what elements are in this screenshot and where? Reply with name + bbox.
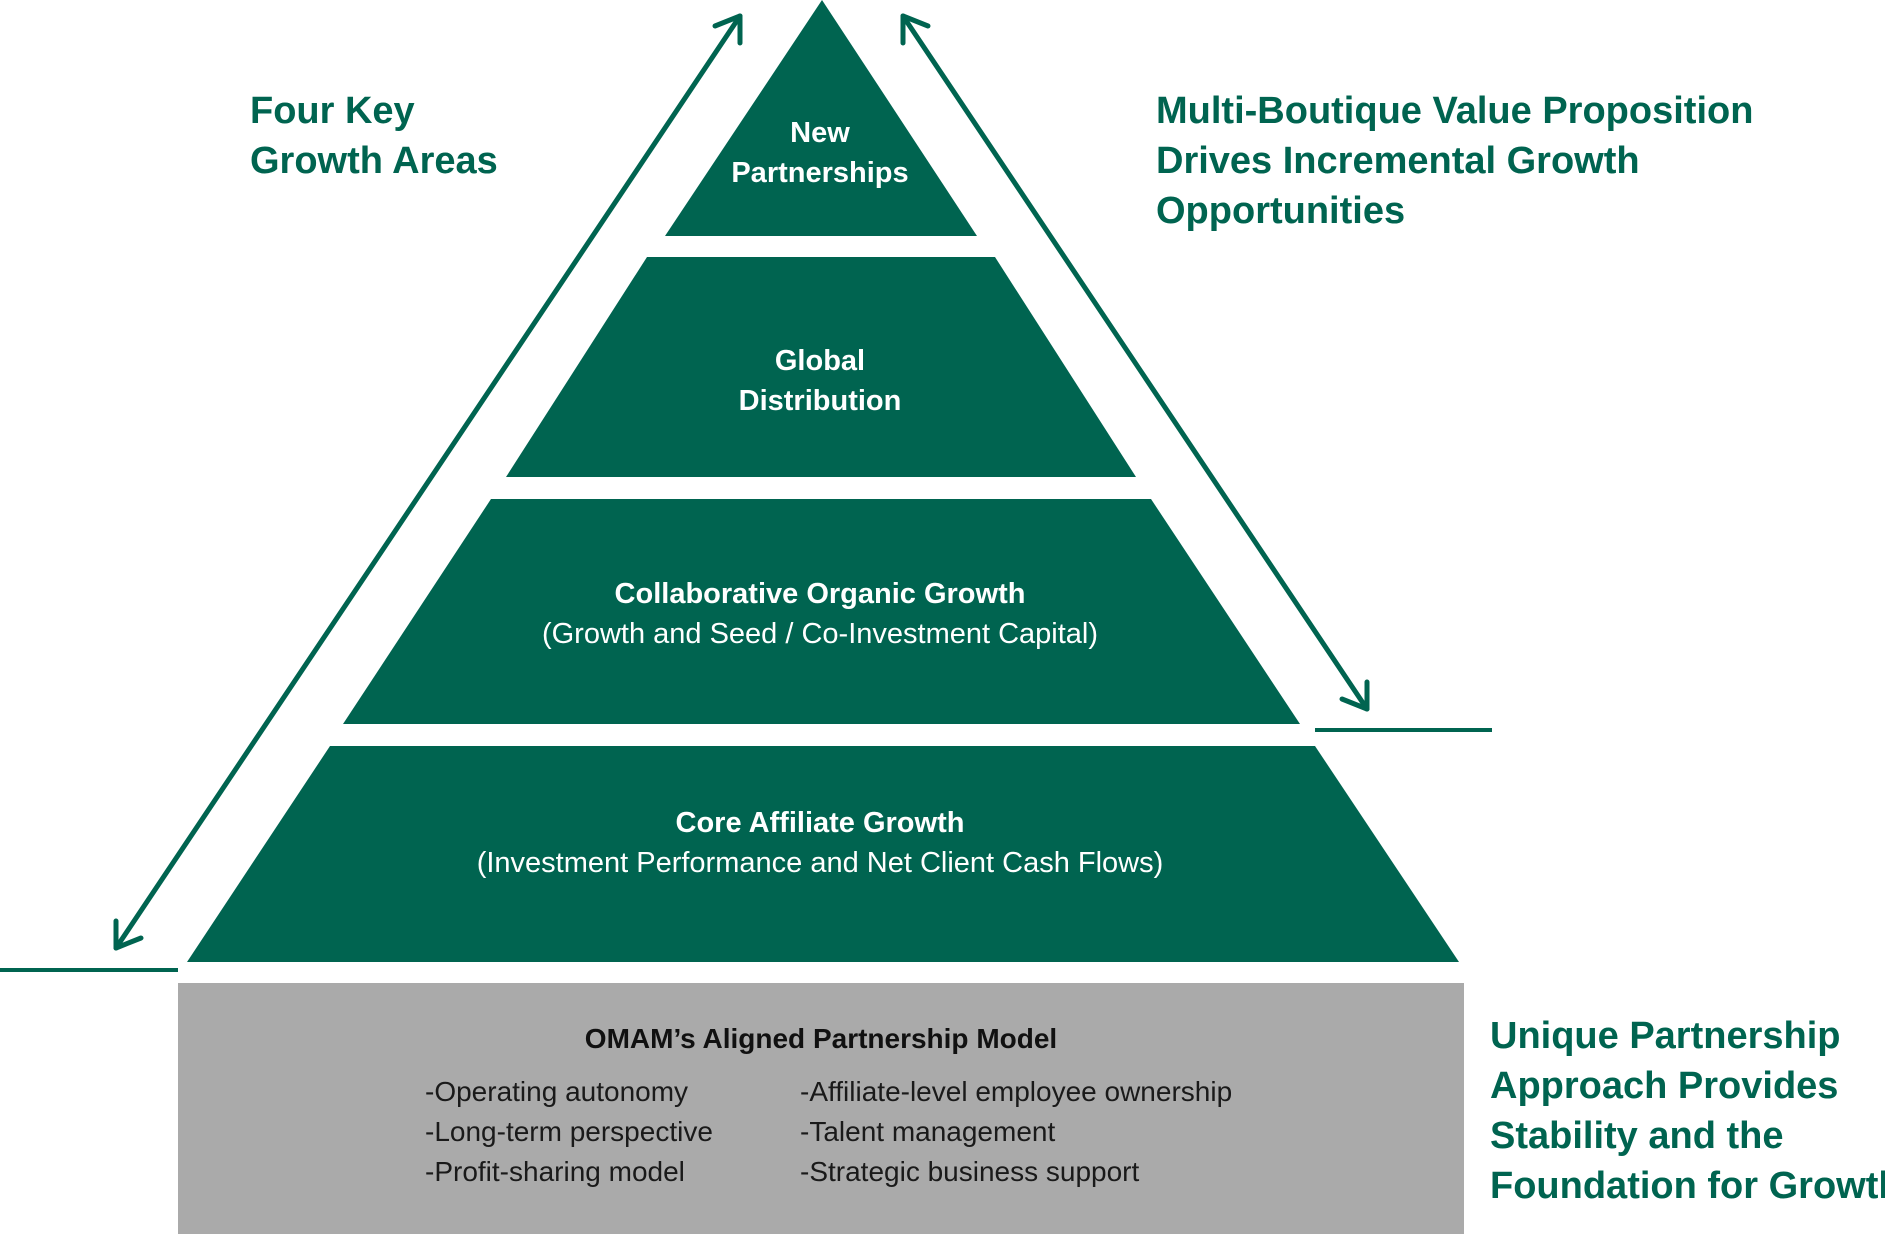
right-heading-line: Multi-Boutique Value Proposition bbox=[1156, 90, 1754, 132]
tier-title-line: New bbox=[790, 117, 850, 149]
left-heading-line: Growth Areas bbox=[250, 140, 498, 182]
foundation-left-list: -Operating autonomy -Long-term perspecti… bbox=[425, 1072, 713, 1192]
tier-subtitle: (Growth and Seed / Co-Investment Capital… bbox=[541, 618, 1099, 650]
tier-core-affiliate-growth-shape bbox=[187, 746, 1459, 962]
tier-collaborative-organic-growth-shape bbox=[343, 499, 1300, 724]
right-double-arrow bbox=[900, 13, 1370, 712]
foundation-block bbox=[178, 983, 1464, 1234]
bottom-right-heading: Unique Partnership Approach Provides Sta… bbox=[1490, 1011, 1885, 1211]
tier-collaborative-organic-growth-label: Collaborative Organic Growth (Growth and… bbox=[220, 574, 1420, 654]
right-heading: Multi-Boutique Value Proposition Drives … bbox=[1156, 86, 1753, 236]
right-heading-line: Opportunities bbox=[1156, 190, 1406, 232]
foundation-right-list: -Affiliate-level employee ownership -Tal… bbox=[800, 1072, 1232, 1192]
tier-new-partnerships-label: New Partnerships bbox=[220, 113, 1420, 193]
bottom-right-heading-line: Stability and the bbox=[1490, 1115, 1784, 1157]
tier-global-distribution-label: Global Distribution bbox=[220, 341, 1420, 421]
left-double-arrow bbox=[113, 13, 743, 951]
left-heading: Four Key Growth Areas bbox=[250, 86, 498, 186]
bottom-right-heading-line: Foundation for Growth bbox=[1490, 1165, 1885, 1207]
tier-title-line: Collaborative Organic Growth bbox=[614, 578, 1026, 610]
left-heading-line: Four Key bbox=[250, 90, 415, 132]
foundation-list-item: -Operating autonomy bbox=[425, 1076, 689, 1107]
tier-title-line: Distribution bbox=[738, 385, 902, 417]
tier-core-affiliate-growth-label: Core Affiliate Growth (Investment Perfor… bbox=[220, 803, 1420, 883]
tier-title-line: Core Affiliate Growth bbox=[675, 807, 965, 839]
foundation-list-item: -Long-term perspective bbox=[425, 1116, 713, 1147]
tier-title-line: Partnerships bbox=[731, 157, 909, 189]
foundation-list-item: -Talent management bbox=[800, 1116, 1056, 1147]
foundation-list-item: -Strategic business support bbox=[800, 1156, 1140, 1187]
foundation-list-item: -Profit-sharing model bbox=[425, 1156, 685, 1187]
tier-global-distribution-shape bbox=[506, 257, 1136, 477]
right-heading-line: Drives Incremental Growth bbox=[1156, 140, 1640, 182]
bottom-right-heading-line: Approach Provides bbox=[1490, 1065, 1839, 1107]
foundation-list-item: -Affiliate-level employee ownership bbox=[800, 1076, 1233, 1107]
tier-subtitle: (Investment Performance and Net Client C… bbox=[476, 847, 1164, 879]
bottom-right-heading-line: Unique Partnership bbox=[1490, 1015, 1841, 1057]
tier-title-line: Global bbox=[774, 345, 866, 377]
tier-new-partnerships-shape bbox=[665, 0, 977, 236]
foundation-title: OMAM’s Aligned Partnership Model bbox=[584, 1023, 1058, 1054]
